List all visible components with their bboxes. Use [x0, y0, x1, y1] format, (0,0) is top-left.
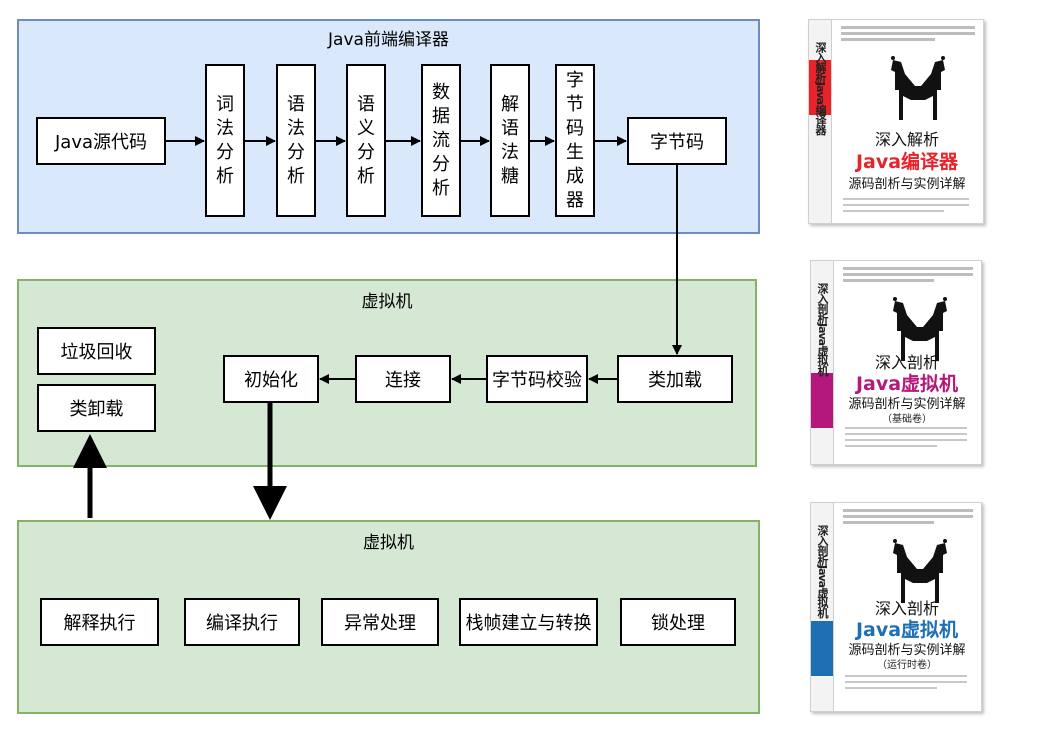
book-description: [845, 427, 967, 451]
book-cover-vm-runtime: 深入剖析Java虚拟机 深入剖析 Java虚拟机 源码剖析与实例详解 （运行时卷…: [810, 502, 982, 712]
linking-box: 连接: [355, 355, 451, 403]
stack-frame-box: 栈帧建立与转换: [459, 598, 598, 646]
book-blurb: [841, 26, 975, 48]
initialization-box: 初始化: [223, 355, 319, 403]
spine-accent-band: [811, 373, 833, 428]
book-title-line2: Java虚拟机: [855, 619, 959, 641]
stage-char: 法: [501, 141, 519, 163]
class-unload-box: 类卸载: [37, 384, 156, 432]
book-spine: 深入剖析Java虚拟机: [811, 503, 834, 711]
stage-char: 法: [216, 117, 234, 139]
book-title-line3: 源码剖析与实例详解: [848, 177, 966, 192]
class-loading-box: 类加载: [617, 355, 733, 403]
stage-char: 析: [432, 177, 450, 199]
book-cover-compiler: 深入解析Java编译器 深入解析 Java编译器 源码剖析与实例详解: [808, 19, 984, 224]
stage-char: 分: [216, 141, 234, 163]
stage-char: 生: [566, 141, 584, 163]
book-title-line2: Java虚拟机: [855, 373, 959, 395]
lock-handling-box: 锁处理: [620, 598, 736, 646]
book-volume-label: （基础卷）: [882, 414, 932, 425]
compiler-panel-title: Java前端编译器: [328, 30, 449, 50]
book-title-line3: 源码剖析与实例详解: [848, 397, 966, 412]
giraffe-logo-icon: [891, 56, 945, 120]
stage-char: 析: [357, 165, 375, 187]
book-spine: 深入解析Java编译器: [809, 20, 832, 223]
garbage-collection-box: 垃圾回收: [37, 327, 156, 375]
book-cover-vm-basic: 深入剖析Java虚拟机 深入剖析 Java虚拟机 源码剖析与实例详解 （基础卷）: [810, 260, 982, 465]
book-blurb: [843, 267, 973, 289]
book-title-line3: 源码剖析与实例详解: [848, 643, 966, 658]
compile-exec-box: 编译执行: [184, 598, 300, 646]
stage-char: 语: [357, 93, 375, 115]
stage-char: 器: [566, 189, 584, 211]
spine-accent-band: [809, 60, 831, 115]
stage-dataflow-analysis: 数据流分析: [421, 64, 461, 217]
stage-char: 词: [216, 93, 234, 115]
java-source-box: Java源代码: [36, 117, 166, 165]
giraffe-logo-icon: [893, 297, 947, 361]
book-title-line1: 深入剖析: [874, 353, 939, 372]
stage-char: 语: [287, 93, 305, 115]
stage-bytecode-generator: 字节码生成器: [555, 64, 595, 217]
book-spine: 深入剖析Java虚拟机: [811, 261, 834, 464]
stage-char: 字: [566, 69, 584, 91]
book-spine-title: 深入剖析Java虚拟机: [816, 283, 829, 376]
stage-char: 分: [432, 153, 450, 175]
book-description: [843, 198, 969, 216]
book-title-line1: 深入解析: [874, 130, 939, 149]
stage-desugar: 解语法糖: [490, 64, 530, 217]
bytecode-box: 字节码: [627, 117, 727, 165]
bytecode-verify-box: 字节码校验: [486, 355, 588, 403]
stage-semantic-analysis: 语义分析: [346, 64, 386, 217]
vm-run-panel-title: 虚拟机: [363, 533, 414, 553]
stage-char: 码: [566, 117, 584, 139]
stage-char: 义: [357, 117, 375, 139]
stage-char: 法: [287, 117, 305, 139]
book-title-line1: 深入剖析: [874, 599, 939, 618]
arrow-init-to-runtime-head: [253, 486, 287, 520]
spine-accent-band: [811, 621, 833, 676]
stage-char: 析: [216, 165, 234, 187]
interpret-exec-box: 解释执行: [40, 598, 159, 646]
stage-char: 数: [432, 81, 450, 103]
stage-char: 糖: [501, 165, 519, 187]
book-spine-title: 深入剖析Java虚拟机: [816, 525, 829, 618]
stage-char: 成: [566, 165, 584, 187]
book-spine-title: 深入解析Java编译器: [814, 42, 827, 135]
stage-char: 据: [432, 105, 450, 127]
exception-handling-box: 异常处理: [321, 598, 439, 646]
stage-char: 分: [357, 141, 375, 163]
stage-char: 语: [501, 117, 519, 139]
stage-syntax-analysis: 语法分析: [276, 64, 316, 217]
book-blurb: [843, 509, 973, 531]
book-title-line2: Java编译器: [855, 151, 959, 173]
stage-char: 分: [287, 141, 305, 163]
stage-char: 解: [501, 93, 519, 115]
book-volume-label: （运行时卷）: [877, 660, 937, 671]
stage-lexical-analysis: 词法分析: [205, 64, 245, 217]
giraffe-logo-icon: [893, 539, 947, 603]
book-description: [845, 675, 967, 693]
vm-load-panel-title: 虚拟机: [361, 292, 413, 312]
stage-char: 流: [432, 129, 450, 151]
stage-char: 节: [566, 93, 584, 115]
stage-char: 析: [287, 165, 305, 187]
